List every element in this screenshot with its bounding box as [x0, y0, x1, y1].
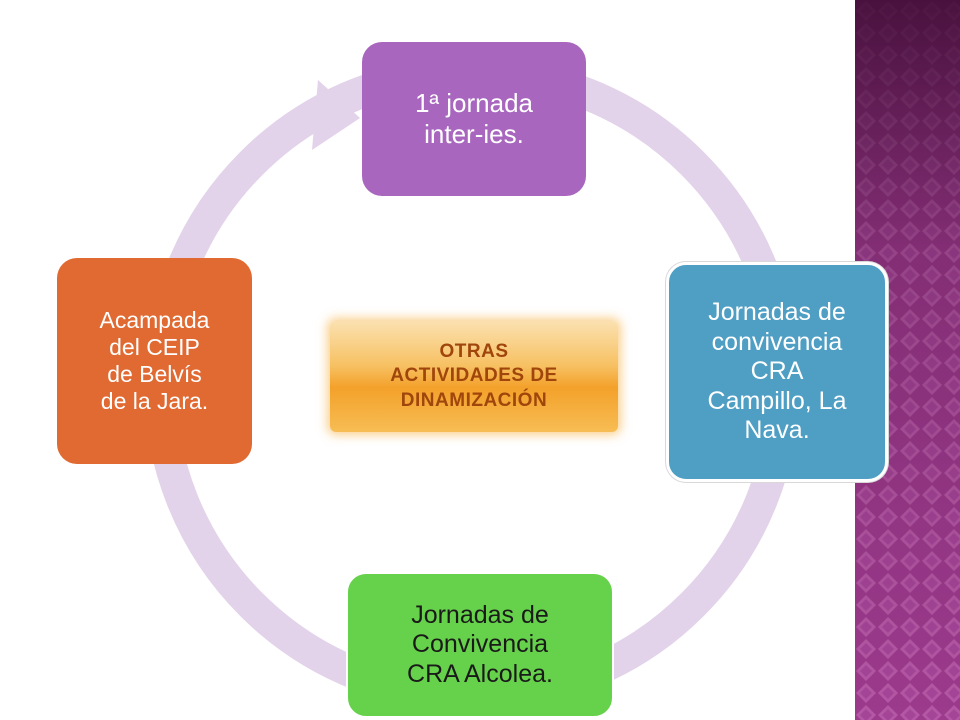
node-right-line-3: CRA	[750, 357, 804, 386]
center-title-line-2: ACTIVIDADES DE	[390, 365, 558, 387]
node-right-line-5: Nava.	[744, 416, 810, 445]
node-left-line-2: del CEIP	[109, 333, 200, 360]
node-jornadas-convivencia-campillo: Jornadas de convivencia CRA Campillo, La…	[666, 262, 888, 482]
node-right-line-1: Jornadas de	[708, 298, 846, 327]
node-left-line-4: de la Jara.	[100, 388, 209, 415]
node-bottom-line-3: CRA Alcolea.	[407, 659, 553, 688]
node-bottom-line-2: Convivencia	[411, 630, 549, 659]
node-right-line-2: convivencia	[711, 327, 843, 356]
node-right-line-4: Campillo, La	[707, 386, 847, 415]
center-title-box: OTRAS ACTIVIDADES DE DINAMIZACIÓN	[330, 321, 618, 432]
node-left-line-1: Acampada	[99, 306, 210, 333]
center-title-line-1: OTRAS	[439, 341, 509, 363]
node-jornadas-convivencia-alcolea: Jornadas de Convivencia CRA Alcolea.	[346, 572, 614, 718]
node-top-line-1: 1ª jornada	[414, 88, 534, 119]
node-top-line-2: inter-ies.	[424, 119, 524, 149]
node-left-line-3: de Belvís	[107, 361, 202, 387]
node-acampada-ceip: Acampada del CEIP de Belvís de la Jara.	[57, 258, 252, 464]
center-title-line-3: DINAMIZACIÓN	[400, 389, 548, 411]
node-jornada-inter-ies: 1ª jornada inter-ies.	[362, 42, 586, 196]
node-bottom-line-1: Jornadas de	[411, 600, 549, 629]
decorative-side-band	[855, 0, 960, 720]
